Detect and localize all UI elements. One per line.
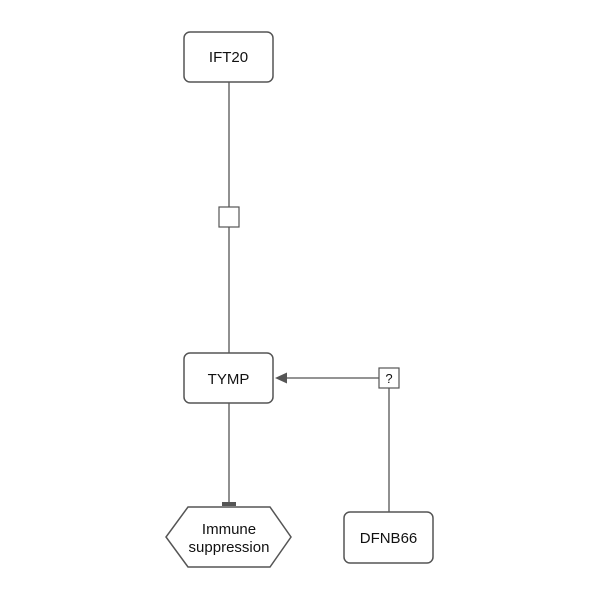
node-immune-suppression[interactable]: Immune suppression bbox=[165, 506, 292, 568]
edge-dfnb66-tymp-marker-label: ? bbox=[385, 371, 392, 386]
node-ift20-box[interactable] bbox=[183, 31, 274, 83]
node-dfnb66-box[interactable] bbox=[343, 511, 434, 564]
node-dfnb66[interactable]: DFNB66 bbox=[343, 511, 434, 564]
edge-ift20-tymp-marker bbox=[218, 206, 240, 228]
node-ift20-label: IFT20 bbox=[209, 49, 248, 66]
arrowhead-icon bbox=[275, 372, 287, 384]
node-ift20[interactable]: IFT20 bbox=[183, 31, 274, 83]
edge-dfnb66-tymp-marker bbox=[378, 367, 400, 389]
inhibition-bar-icon bbox=[222, 502, 236, 506]
node-tymp[interactable]: TYMP bbox=[183, 352, 274, 404]
node-dfnb66-label: DFNB66 bbox=[360, 530, 418, 547]
edge-tymp-to-immune bbox=[222, 403, 236, 506]
node-tymp-box[interactable] bbox=[183, 352, 274, 404]
node-immune-label-line2: suppression bbox=[189, 539, 270, 556]
node-immune-label-line1: Immune bbox=[202, 521, 256, 538]
node-tymp-label: TYMP bbox=[208, 371, 250, 388]
edge-ift20-to-tymp bbox=[218, 82, 240, 377]
node-immune-suppression-hexagon[interactable] bbox=[165, 506, 292, 568]
edge-dfnb66-to-tymp: ? bbox=[275, 367, 400, 512]
